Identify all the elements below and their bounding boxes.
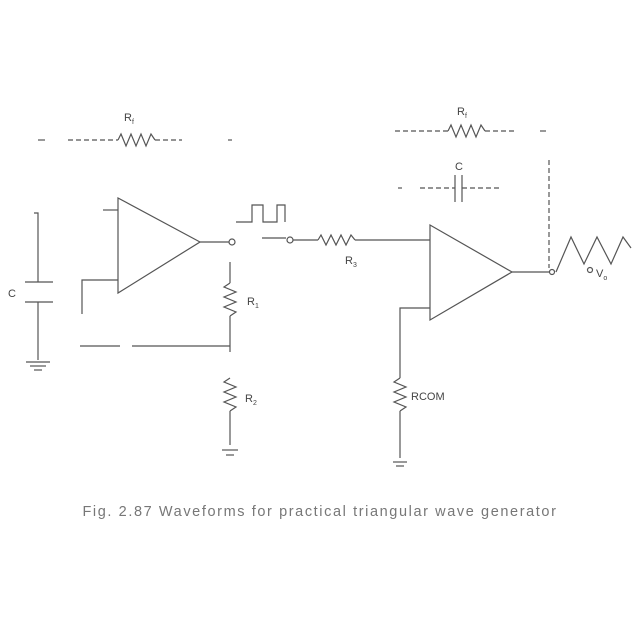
capacitor-c-integrator	[398, 175, 500, 202]
square-wave-symbol	[236, 204, 286, 223]
label-rf-right: Rf	[457, 106, 467, 120]
capacitor-c-left	[25, 212, 53, 360]
triangle-wave-symbol	[555, 235, 632, 273]
ground-divider	[222, 449, 238, 456]
label-vo: Vo	[596, 268, 607, 282]
ground-rcom	[393, 461, 407, 467]
comparator-input-bottom	[81, 279, 118, 314]
label-r1: R1	[247, 296, 259, 310]
op-amp-comparator	[117, 196, 202, 295]
resistor-rf-right	[447, 123, 486, 139]
comparator-output-node	[228, 238, 236, 246]
label-c-integrator: C	[455, 161, 463, 173]
integrator-output-node	[548, 268, 556, 276]
label-c-left: C	[8, 288, 16, 300]
label-rcom: RCOM	[411, 391, 445, 403]
label-rf-left: Rf	[124, 112, 134, 126]
resistor-r1	[222, 282, 238, 317]
ground-left	[26, 361, 50, 371]
resistor-r3	[317, 233, 356, 247]
figure-caption: Fig. 2.87 Waveforms for practical triang…	[82, 504, 558, 520]
output-node	[586, 266, 594, 274]
op-amp-integrator	[429, 223, 514, 322]
label-r2: R2	[245, 393, 257, 407]
integrator-noninverting-wire	[399, 307, 430, 378]
resistor-rcom	[392, 377, 408, 412]
resistor-r2	[222, 377, 238, 412]
integrator-input-node	[286, 236, 294, 244]
resistor-rf-left	[117, 132, 156, 148]
label-r3: R3	[345, 255, 357, 269]
